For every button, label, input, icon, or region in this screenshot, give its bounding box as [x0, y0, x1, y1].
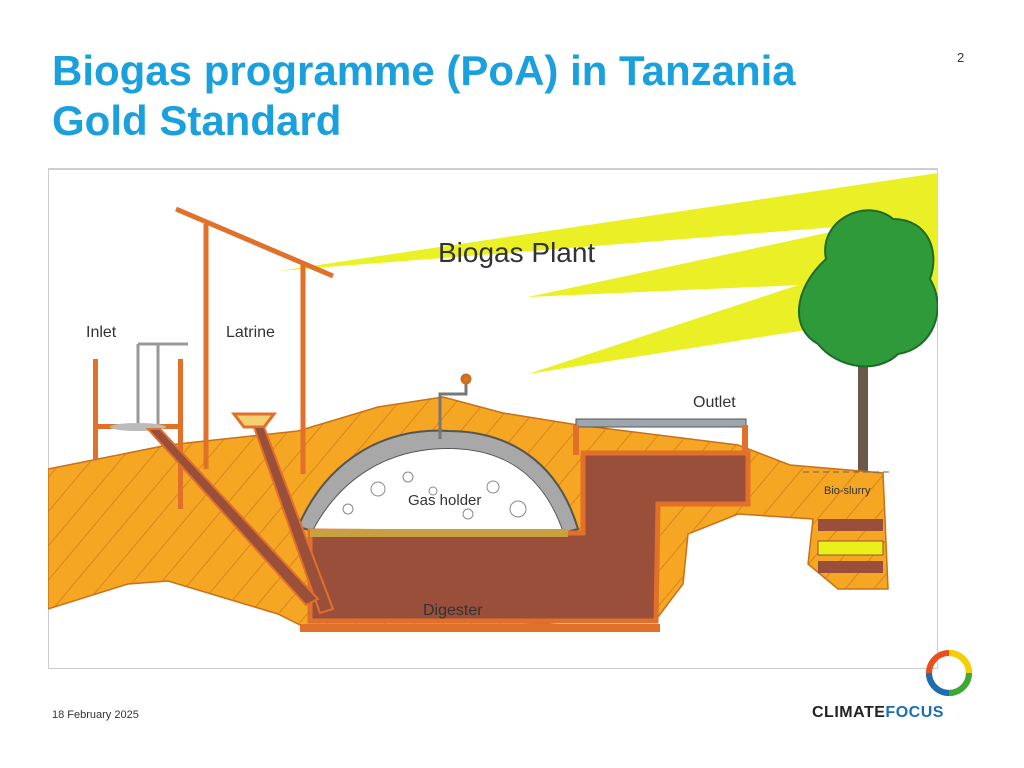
biogas-plant-illustration: Biogas Plant Inlet Latrine Gas holder Ou… [48, 169, 938, 669]
tree [797, 209, 938, 474]
latrine-pipe [252, 426, 335, 615]
slide-title: Biogas programme (PoA) in Tanzania Gold … [52, 46, 796, 146]
label-outlet: Outlet [693, 394, 736, 411]
outlet-cover [575, 418, 747, 428]
logo-text-focus: FOCUS [885, 704, 944, 721]
title-divider [48, 168, 938, 169]
climate-focus-logo: CLIMATEFOCUS [812, 704, 944, 722]
gas-holder-dome [296, 429, 580, 535]
gas-holder-space [313, 449, 563, 533]
label-inlet: Inlet [86, 324, 117, 341]
gas-pipe [438, 373, 472, 439]
gas-bubbles [342, 471, 527, 520]
slide-title-line-2: Gold Standard [52, 97, 342, 144]
label-bio-slurry: Bio-slurry [824, 485, 871, 497]
digester-floor [300, 624, 660, 632]
scum-layer [310, 529, 568, 537]
diagram-title: Biogas Plant [438, 237, 595, 268]
climate-focus-logo-icon [926, 650, 972, 696]
bio-slurry-pit [803, 471, 893, 573]
logo-text-climate: CLIMATE [812, 704, 886, 721]
slide-title-line-1: Biogas programme (PoA) in Tanzania [52, 47, 796, 94]
biogas-plant-diagram: Biogas Plant Inlet Latrine Gas holder Ou… [48, 169, 938, 669]
label-latrine: Latrine [226, 324, 275, 341]
inlet-tank [93, 342, 320, 607]
label-gas-holder: Gas holder [408, 492, 481, 509]
footer-date: 18 February 2025 [52, 709, 139, 721]
page-number: 2 [957, 50, 965, 65]
label-digester: Digester [423, 602, 483, 619]
